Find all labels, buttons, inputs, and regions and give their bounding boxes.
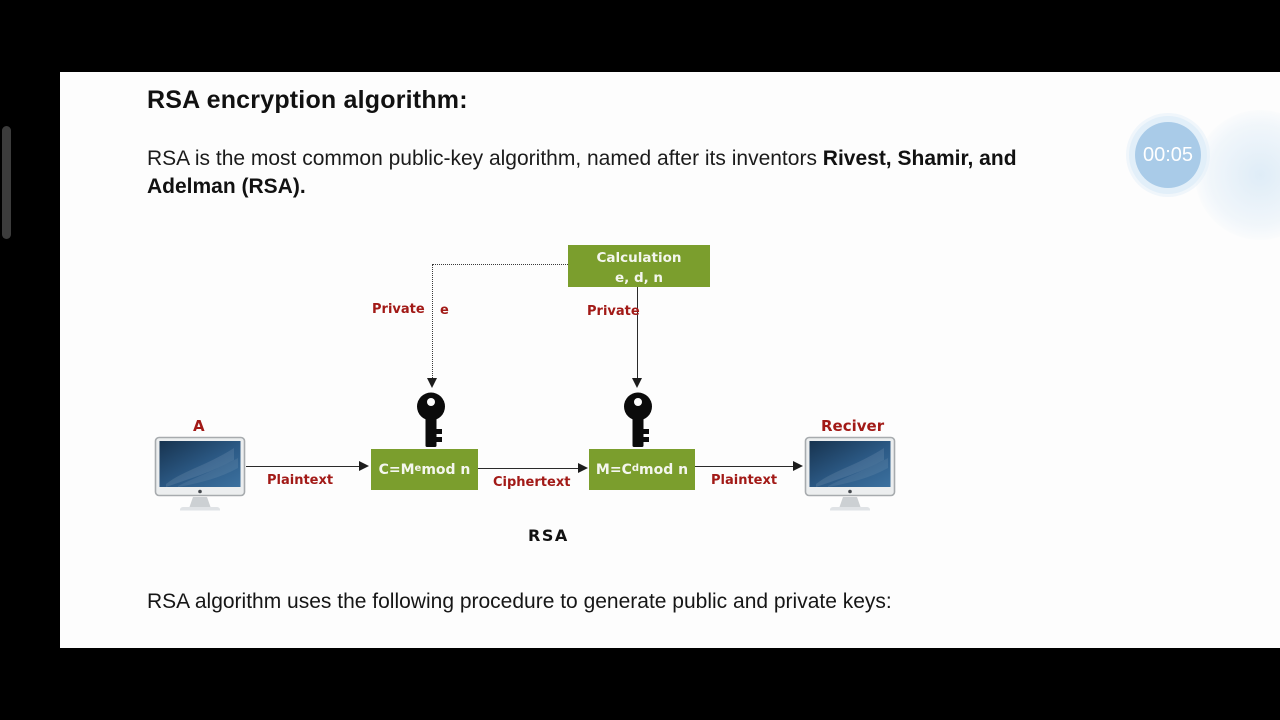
footer-text: RSA algorithm uses the following procedu…	[147, 590, 892, 613]
calculation-box: Calculation e, d, n	[568, 245, 710, 287]
arrow-plaintext-1-head	[359, 461, 369, 471]
intro-paragraph: RSA is the most common public-key algori…	[147, 145, 1177, 201]
left-scrollbar-thumb[interactable]	[2, 126, 11, 239]
arrow-ciphertext-line	[478, 468, 579, 469]
receiver-computer-icon	[804, 436, 896, 511]
sender-label: A	[193, 417, 205, 435]
rsa-caption: RSA	[528, 526, 569, 545]
dotted-connector-vertical	[432, 264, 433, 378]
arrow-plaintext-2-line	[695, 466, 794, 467]
decrypt-formula-suffix: mod n	[639, 461, 689, 478]
arrow-plaintext-1-line	[246, 466, 360, 467]
key-icon-left	[417, 392, 445, 447]
intro-regular-text: RSA is the most common public-key algori…	[147, 147, 823, 170]
dotted-connector-horizontal	[432, 264, 568, 265]
slide: RSA encryption algorithm: RSA is the mos…	[60, 72, 1280, 648]
sender-computer-icon	[154, 436, 246, 511]
receiver-label: Reciver	[821, 417, 885, 435]
ciphertext-label: Ciphertext	[493, 475, 571, 490]
intro-bold-line2: Adelman (RSA).	[147, 175, 306, 198]
recording-timer[interactable]: 00:05	[1135, 122, 1201, 188]
calculation-box-line1: Calculation	[596, 250, 682, 266]
private-label-left: Private	[372, 302, 425, 317]
calculation-box-line2: e, d, n	[614, 270, 664, 287]
encrypt-formula-suffix: mod n	[421, 461, 471, 478]
exponent-e-label: e	[440, 303, 449, 318]
encrypt-formula-sup: e	[414, 463, 422, 474]
dotted-connector-arrowhead	[427, 378, 437, 388]
solid-connector-vertical	[637, 287, 638, 378]
arrow-ciphertext-head	[578, 463, 588, 473]
timer-value: 00:05	[1142, 143, 1194, 166]
plaintext-label-1: Plaintext	[267, 473, 334, 488]
key-icon-right	[624, 392, 652, 447]
decrypt-formula-sup: d	[631, 463, 640, 474]
plaintext-label-2: Plaintext	[711, 473, 778, 488]
rsa-diagram: Calculation e, d, n Private e Private	[60, 72, 1280, 648]
solid-connector-arrowhead	[632, 378, 642, 388]
page-title: RSA encryption algorithm:	[147, 86, 468, 114]
decrypt-formula-prefix: M=C	[595, 461, 632, 478]
encrypt-formula-prefix: C=M	[378, 461, 415, 478]
private-label-right: Private	[587, 304, 640, 319]
arrow-plaintext-2-head	[793, 461, 803, 471]
intro-bold-line1: Rivest, Shamir, and	[822, 147, 1017, 170]
